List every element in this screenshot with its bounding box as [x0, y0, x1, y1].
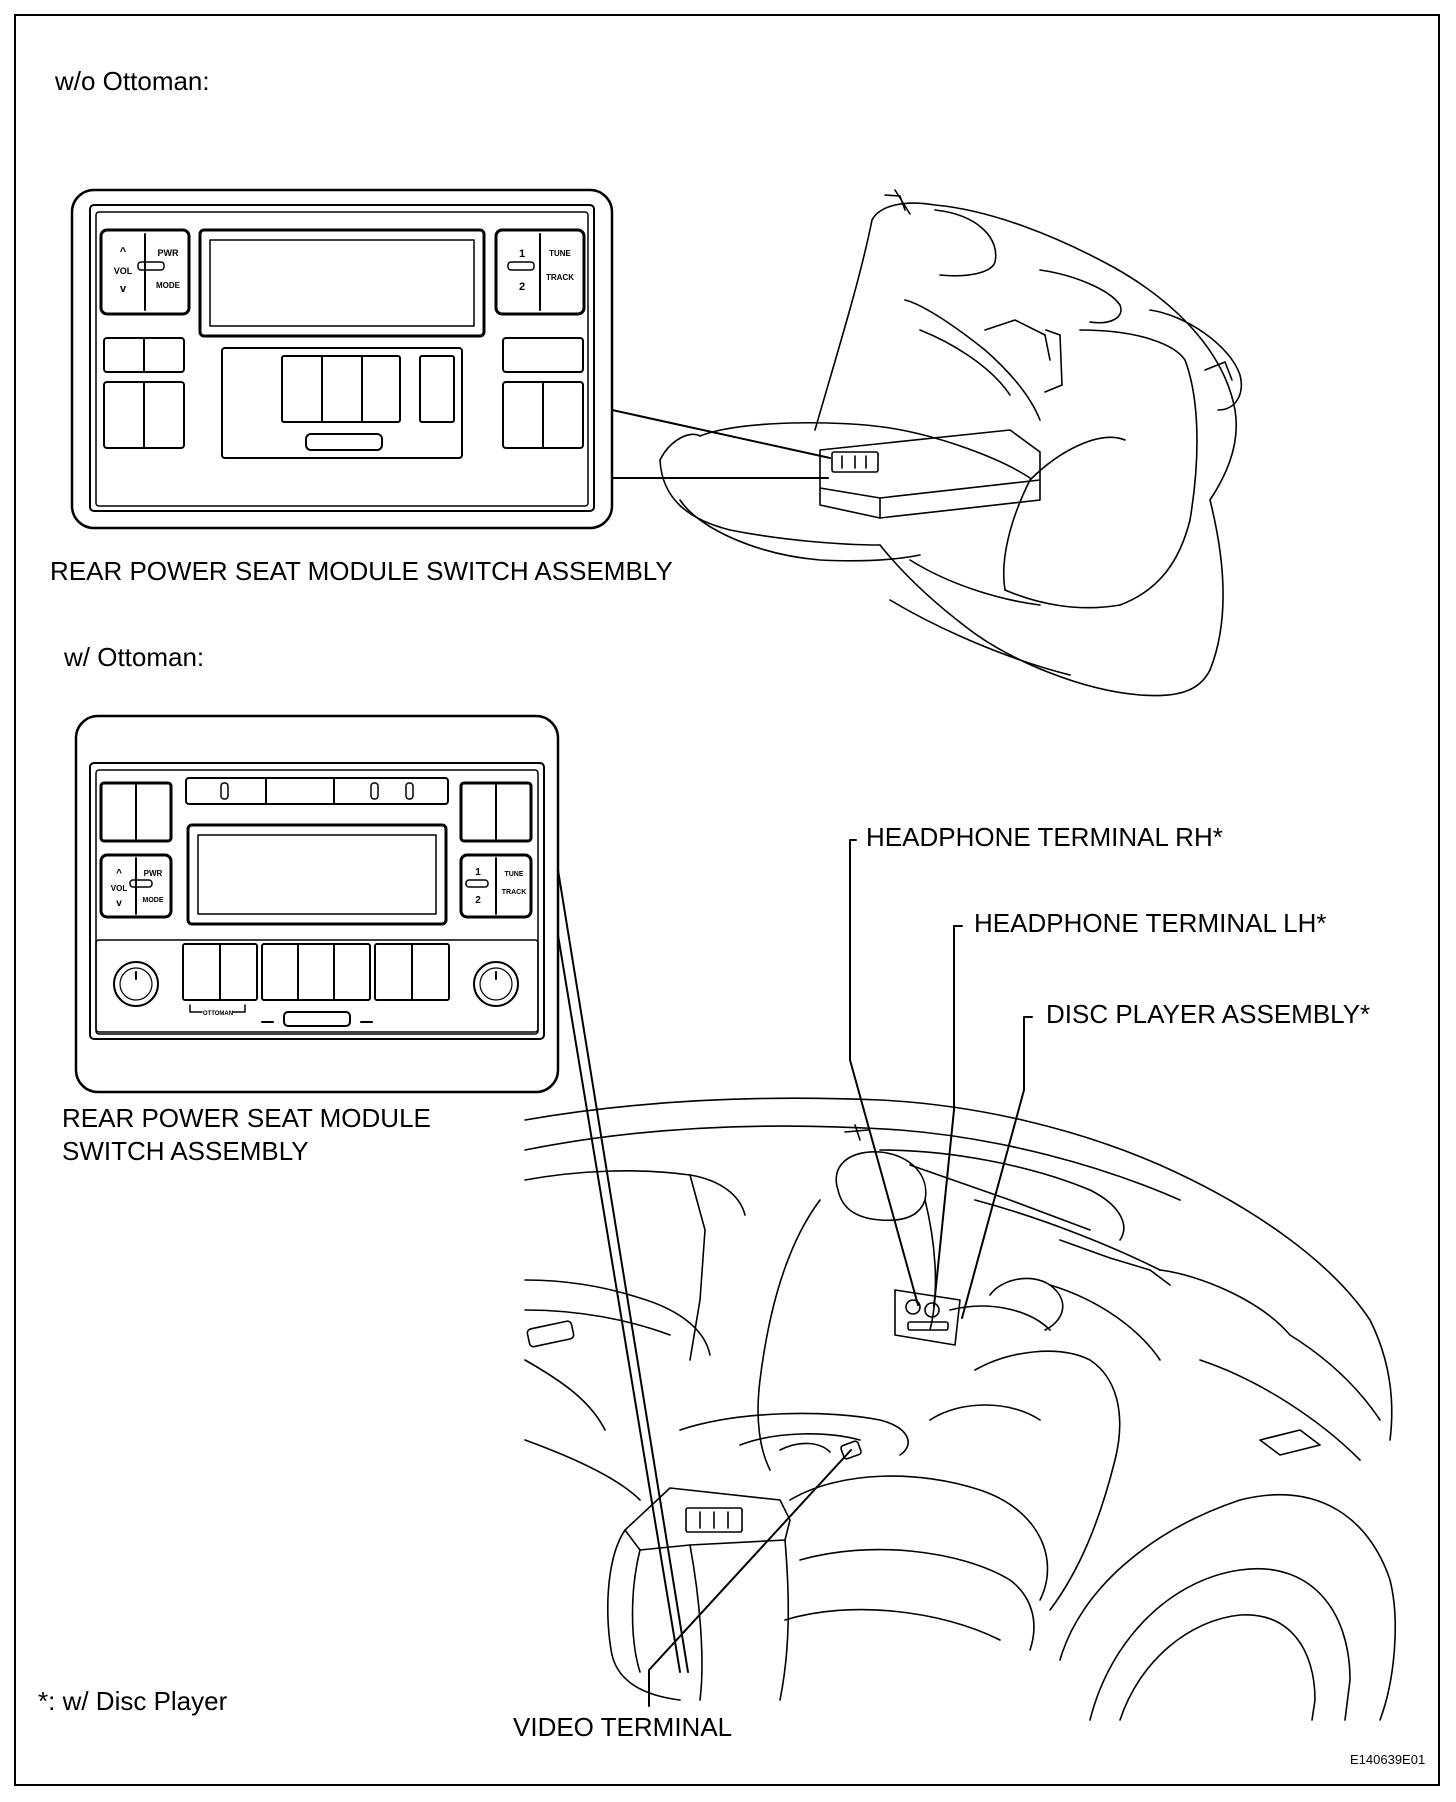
callout-video-terminal: VIDEO TERMINAL [513, 1712, 733, 1742]
rear-seat-illustration [659, 189, 1242, 697]
figure-frame [14, 14, 1440, 1786]
footnote-disc-player: *: w/ Disc Player [38, 1686, 228, 1716]
caption-switch-assembly-1: REAR POWER SEAT MODULE SWITCH ASSEMBLY [50, 556, 673, 586]
svg-text:2: 2 [475, 895, 481, 906]
leader-lines-panel-1 [611, 409, 831, 479]
vehicle-interior-illustration [524, 1097, 1396, 1721]
svg-text:VOL: VOL [111, 884, 128, 893]
heading-without-ottoman: w/o Ottoman: [55, 66, 210, 96]
callout-headphone-terminal-lh: HEADPHONE TERMINAL LH* [974, 908, 1327, 938]
caption-switch-assembly-2-line1: REAR POWER SEAT MODULE [62, 1103, 431, 1133]
leader-lines-panel-2 [557, 869, 689, 1673]
svg-text:MODE: MODE [156, 281, 181, 290]
switch-panel-with-ottoman: ^ VOL v PWR MODE 1 2 TUNE TRACK OTTOMAN [74, 714, 560, 1094]
callout-leaders [648, 839, 1033, 1707]
svg-text:TUNE: TUNE [549, 249, 571, 258]
callout-headphone-terminal-rh: HEADPHONE TERMINAL RH* [866, 822, 1223, 852]
callout-disc-player-assembly: DISC PLAYER ASSEMBLY* [1046, 999, 1371, 1029]
figure-code: E140639E01 [1350, 1752, 1426, 1767]
svg-text:2: 2 [519, 281, 525, 293]
svg-text:v: v [120, 283, 127, 295]
svg-text:1: 1 [519, 248, 525, 260]
svg-text:v: v [116, 898, 122, 909]
svg-text:^: ^ [116, 868, 122, 879]
svg-text:TUNE: TUNE [504, 871, 523, 878]
svg-text:VOL: VOL [114, 266, 133, 276]
svg-text:1: 1 [475, 867, 481, 878]
svg-text:TRACK: TRACK [502, 889, 527, 896]
svg-text:PWR: PWR [158, 248, 179, 258]
svg-text:OTTOMAN: OTTOMAN [203, 1011, 233, 1017]
switch-panel-without-ottoman: ^ VOL v PWR MODE 1 2 TUNE TRACK [70, 188, 614, 530]
heading-with-ottoman: w/ Ottoman: [64, 642, 205, 672]
caption-switch-assembly-2-line2: SWITCH ASSEMBLY [62, 1136, 309, 1166]
svg-text:TRACK: TRACK [546, 273, 574, 282]
svg-text:^: ^ [120, 246, 127, 258]
svg-text:PWR: PWR [144, 869, 163, 878]
svg-text:MODE: MODE [143, 897, 164, 904]
